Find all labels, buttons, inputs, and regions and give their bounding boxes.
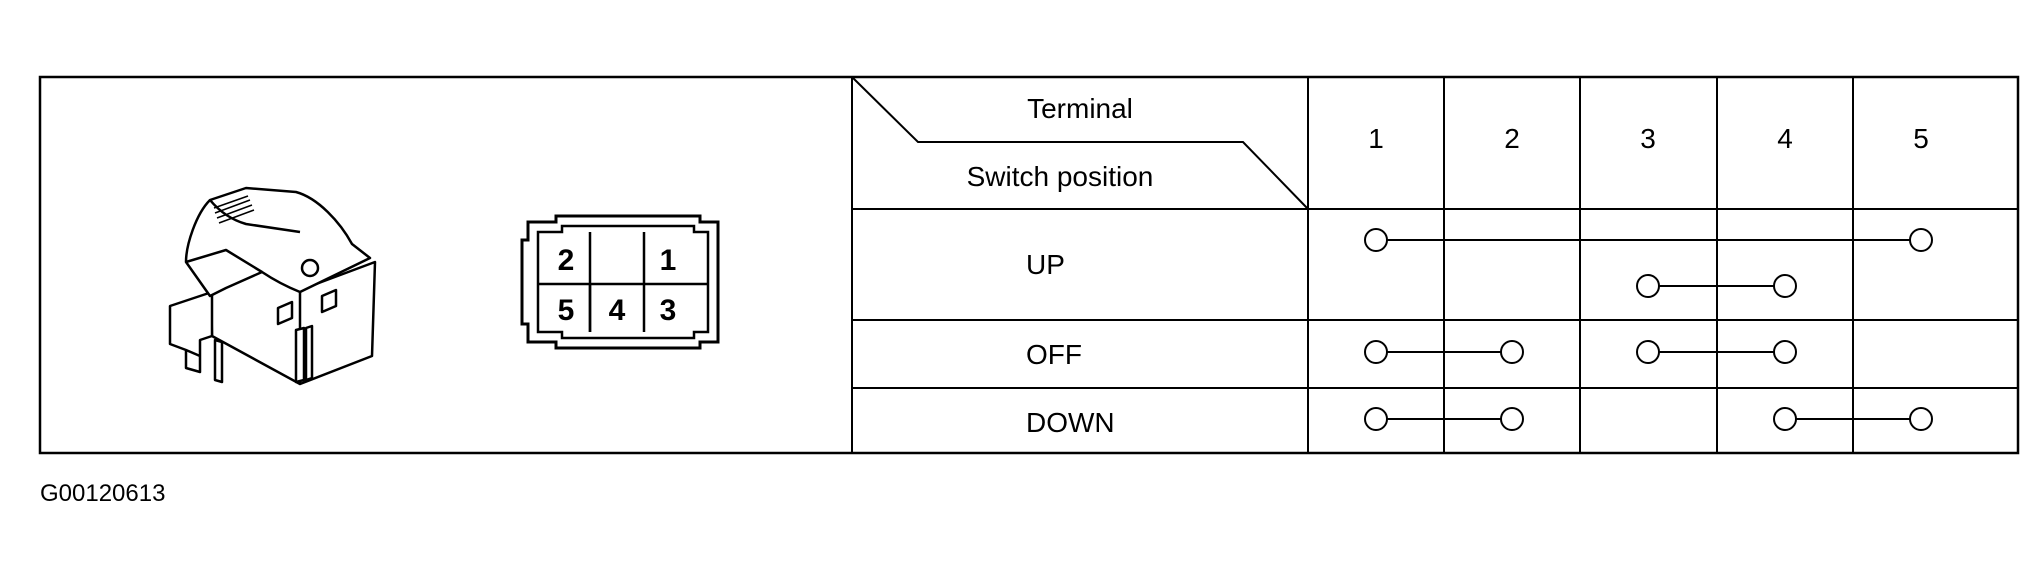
row-label-down: DOWN <box>1026 407 1115 438</box>
terminal-label-1: 1 <box>1368 123 1384 154</box>
connector-face <box>520 214 720 350</box>
continuity-node-off-3 <box>1636 340 1660 364</box>
continuity-node-up-5 <box>1909 228 1933 252</box>
pin-label-5: 5 <box>558 294 575 327</box>
terminal-label-4: 4 <box>1777 123 1793 154</box>
terminal-label-3: 3 <box>1640 123 1656 154</box>
continuity-node-down-5 <box>1909 407 1933 431</box>
continuity-links <box>1364 228 1933 431</box>
header-switch-position: Switch position <box>967 161 1154 192</box>
pin-label-2: 2 <box>558 244 575 277</box>
continuity-node-up-3 <box>1636 274 1660 298</box>
continuity-node-off-2 <box>1500 340 1524 364</box>
terminal-label-2: 2 <box>1504 123 1520 154</box>
table-grid <box>851 76 2018 453</box>
continuity-node-down-2 <box>1500 407 1524 431</box>
continuity-node-up-1 <box>1364 228 1388 252</box>
continuity-node-down-1 <box>1364 407 1388 431</box>
row-labels: UP OFF DOWN <box>1026 249 1115 438</box>
row-label-up: UP <box>1026 249 1065 280</box>
header-terminal: Terminal <box>1027 93 1133 124</box>
outer-frame <box>38 75 2020 455</box>
terminal-labels: 1 2 3 4 5 <box>1368 123 1929 154</box>
continuity-node-down-4 <box>1773 407 1797 431</box>
terminal-label-5: 5 <box>1913 123 1929 154</box>
connector-pin-labels: 2 1 5 4 3 <box>558 244 677 327</box>
figure-code: G00120613 <box>40 480 166 507</box>
window-switch-drawing <box>168 186 377 386</box>
continuity-node-off-4 <box>1773 340 1797 364</box>
pin-label-1: 1 <box>660 244 677 277</box>
pin-label-4: 4 <box>609 294 626 327</box>
continuity-node-off-1 <box>1364 340 1388 364</box>
pin-label-3: 3 <box>660 294 677 327</box>
row-label-off: OFF <box>1026 339 1082 370</box>
continuity-node-up-4 <box>1773 274 1797 298</box>
